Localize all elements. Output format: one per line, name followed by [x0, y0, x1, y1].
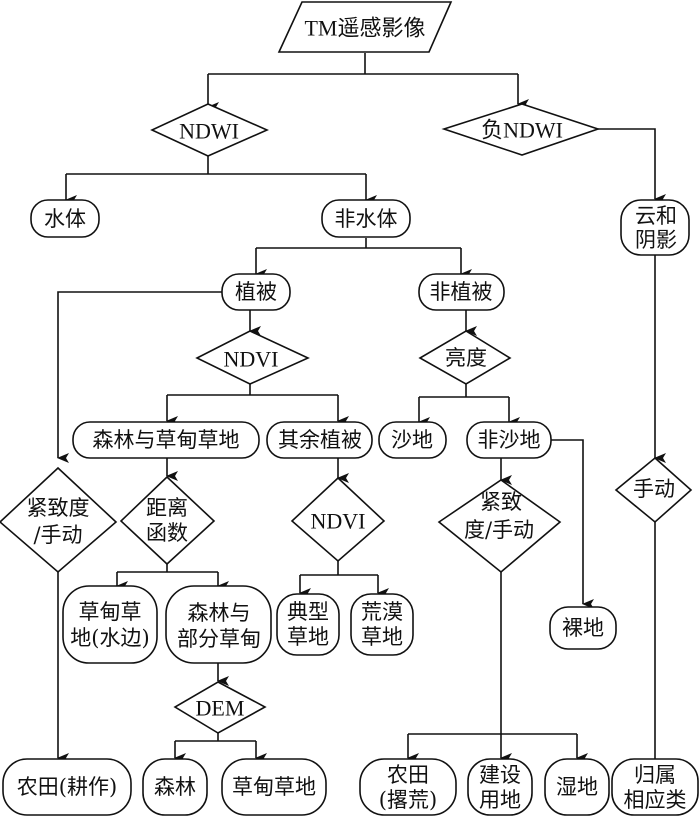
- node-farmland-cultivated-label: 农田(耕作): [17, 775, 117, 799]
- decision-ndwi: NDWI: [150, 103, 269, 157]
- decision-dem: DEM: [173, 681, 267, 734]
- node-non-sand-label: 非沙地: [478, 428, 541, 452]
- node-bare-land-label: 裸地: [562, 616, 604, 640]
- node-wetland-label: 湿地: [556, 775, 598, 799]
- node-typical-line1: 典型: [287, 600, 329, 624]
- decision-ndvi-2-label: NDVI: [311, 509, 366, 534]
- decision-ndvi: NDVI: [195, 330, 310, 385]
- edge-to-bare: [550, 439, 594, 609]
- edge-brightness-split: [419, 384, 509, 398]
- edge-dist-split: [117, 564, 218, 573]
- node-cloud-shadow: 云和 阴影: [620, 199, 690, 256]
- node-tm-label: TM遥感影像: [304, 16, 425, 41]
- edge-dem-split: [175, 733, 256, 742]
- node-forest-meadow: 森林与草甸草地: [72, 421, 260, 459]
- node-farmland-abandoned-line1: 农田: [387, 763, 429, 787]
- decision-ndvi-2: NDVI: [290, 476, 386, 563]
- node-assign-class: 归属 相应类: [611, 758, 699, 816]
- decision-brightness-label: 亮度: [445, 346, 487, 370]
- node-meadow-water-edge: 草甸草 地(水边): [62, 585, 158, 664]
- decision-brightness: 亮度: [418, 330, 512, 385]
- edge-ndvi2-split: [300, 561, 378, 576]
- node-non-vegetation-label: 非植被: [430, 280, 493, 304]
- node-water: 水体: [30, 199, 100, 238]
- decision-compactness-mid-line2: 度/手动: [464, 518, 534, 542]
- node-construction-line1: 建设: [479, 763, 521, 787]
- node-meadow-water-line2: 地(水边): [70, 626, 149, 650]
- node-cloud-label-line1: 云和: [635, 204, 677, 228]
- decision-distance-line2: 函数: [146, 521, 188, 545]
- node-meadow-grassland: 草甸草地: [221, 758, 327, 816]
- node-construction-line2: 用地: [479, 788, 521, 812]
- node-cloud-label-line2: 阴影: [635, 228, 677, 252]
- edges: [57, 53, 666, 763]
- decision-compactness-left-line2: /手动: [33, 523, 82, 547]
- node-other-vegetation-label: 其余植被: [278, 428, 362, 452]
- decision-compactness-left-line1: 紧致度: [27, 496, 90, 520]
- decision-neg-ndwi: 负NDWI: [441, 103, 601, 156]
- decision-distance-line1: 距离: [146, 496, 188, 520]
- decision-distance-function: 距离 函数: [119, 475, 216, 566]
- node-sand: 沙地: [378, 421, 447, 459]
- edge-tm-split: [208, 53, 518, 75]
- decision-dem-label: DEM: [196, 696, 245, 721]
- edge-ndwi-split: [66, 156, 366, 175]
- node-wetland: 湿地: [544, 758, 610, 816]
- node-farmland-abandoned: 农田 (撂荒): [359, 758, 457, 816]
- decision-manual: 手动: [614, 456, 693, 524]
- node-forest: 森林: [142, 758, 208, 816]
- node-typical-line2: 草地: [287, 625, 329, 649]
- node-bare-land: 裸地: [549, 606, 617, 650]
- node-assign-line2: 相应类: [624, 788, 687, 812]
- node-forest-meadow-label: 森林与草甸草地: [93, 428, 240, 452]
- node-desert-line2: 草地: [361, 625, 403, 649]
- node-sand-label: 沙地: [391, 428, 433, 452]
- node-typical-grassland: 典型 草地: [276, 593, 340, 656]
- node-water-label: 水体: [44, 207, 86, 231]
- decision-neg-ndwi-label: 负NDWI: [481, 118, 563, 143]
- node-desert-grassland: 荒漠 草地: [350, 593, 414, 656]
- decision-compactness-mid: 紧致 度/手动: [437, 479, 562, 574]
- edge-to-cloud: [598, 128, 666, 204]
- node-meadow-water-line1: 草甸草: [79, 600, 142, 624]
- node-forest-part-meadow: 森林与 部分草甸: [165, 585, 272, 664]
- node-assign-line1: 归属: [634, 763, 676, 787]
- node-tm-imagery: TM遥感影像: [277, 1, 453, 53]
- node-non-water-label: 非水体: [335, 207, 398, 231]
- node-non-sand: 非沙地: [466, 421, 552, 459]
- node-forest-label: 森林: [154, 775, 196, 799]
- node-non-vegetation: 非植被: [418, 273, 505, 311]
- decision-manual-label: 手动: [633, 477, 675, 501]
- node-vegetation-label: 植被: [235, 280, 277, 304]
- edge-ndvi-split: [167, 384, 338, 396]
- node-farmland-cultivated: 农田(耕作): [2, 758, 132, 816]
- decision-compactness-mid-line1: 紧致: [480, 490, 522, 514]
- decision-ndwi-label: NDWI: [179, 119, 239, 144]
- node-meadow-grassland-label: 草甸草地: [232, 775, 316, 799]
- node-non-water: 非水体: [321, 199, 411, 238]
- node-forest-part-line2: 部分草甸: [177, 627, 261, 651]
- node-vegetation: 植被: [221, 273, 291, 311]
- decision-compactness-left: 紧致度 /手动: [0, 466, 118, 574]
- node-desert-line1: 荒漠: [361, 600, 403, 624]
- edge-nonwater-split: [256, 238, 461, 249]
- node-forest-part-line1: 森林与: [188, 601, 251, 625]
- decision-ndvi-label: NDVI: [224, 347, 279, 372]
- edge-veg-to-compact-left: [57, 291, 222, 463]
- node-other-vegetation: 其余植被: [266, 421, 373, 459]
- node-construction-land: 建设 用地: [467, 758, 533, 816]
- node-farmland-abandoned-line2: (撂荒): [379, 788, 437, 812]
